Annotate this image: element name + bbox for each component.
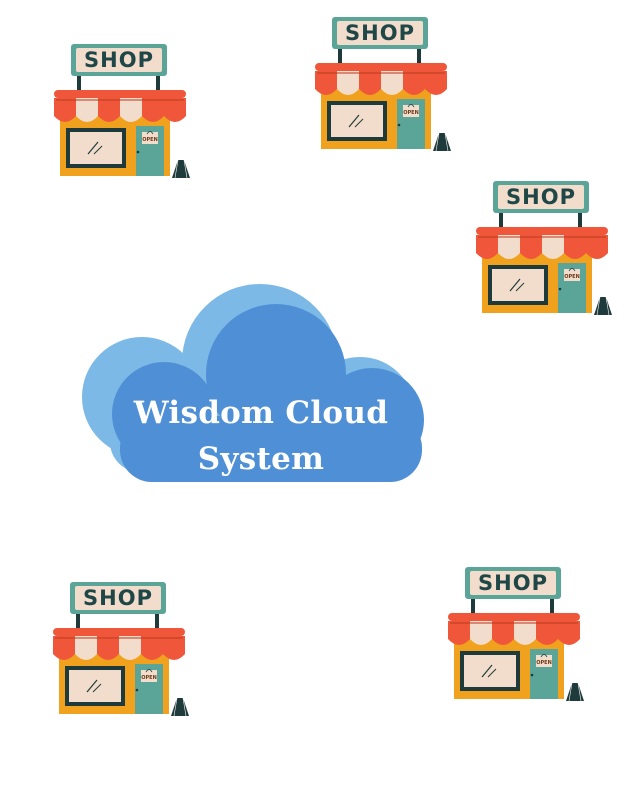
shop-sign-label: SHOP — [478, 571, 548, 595]
shop-bottom-left: SHOP OPEN — [51, 580, 196, 726]
shop-top-center: SHOP OPEN — [313, 15, 458, 161]
shop-open-label: OPEN — [403, 110, 419, 116]
shop-open-label: OPEN — [536, 660, 552, 666]
cloud-title-line1: Wisdom Cloud — [133, 395, 389, 431]
cloud-title: Wisdom Cloud System — [80, 390, 442, 482]
shop-bottom-right: SHOP OPEN — [446, 565, 591, 711]
shop-icon: SHOP OPEN — [53, 43, 191, 179]
shop-sign-label: SHOP — [345, 21, 415, 45]
cloud-icon — [82, 284, 424, 482]
shop-open-label: OPEN — [142, 137, 158, 143]
shop-sign-label: SHOP — [506, 185, 576, 209]
shop-icon: SHOP OPEN — [447, 566, 585, 702]
cloud-title-line2: System — [197, 441, 325, 477]
shop-top-left: SHOP OPEN — [52, 42, 197, 188]
shop-icon: SHOP OPEN — [314, 16, 452, 152]
shop-open-label: OPEN — [564, 274, 580, 280]
shop-icon: SHOP OPEN — [52, 581, 190, 717]
shop-sign-label: SHOP — [83, 586, 153, 610]
shop-open-label: OPEN — [141, 675, 157, 681]
wisdom-cloud: Wisdom Cloud System — [80, 282, 430, 487]
shop-icon: SHOP OPEN — [475, 180, 613, 316]
shop-sign-label: SHOP — [84, 48, 154, 72]
shop-middle-right: SHOP OPEN — [474, 179, 619, 325]
